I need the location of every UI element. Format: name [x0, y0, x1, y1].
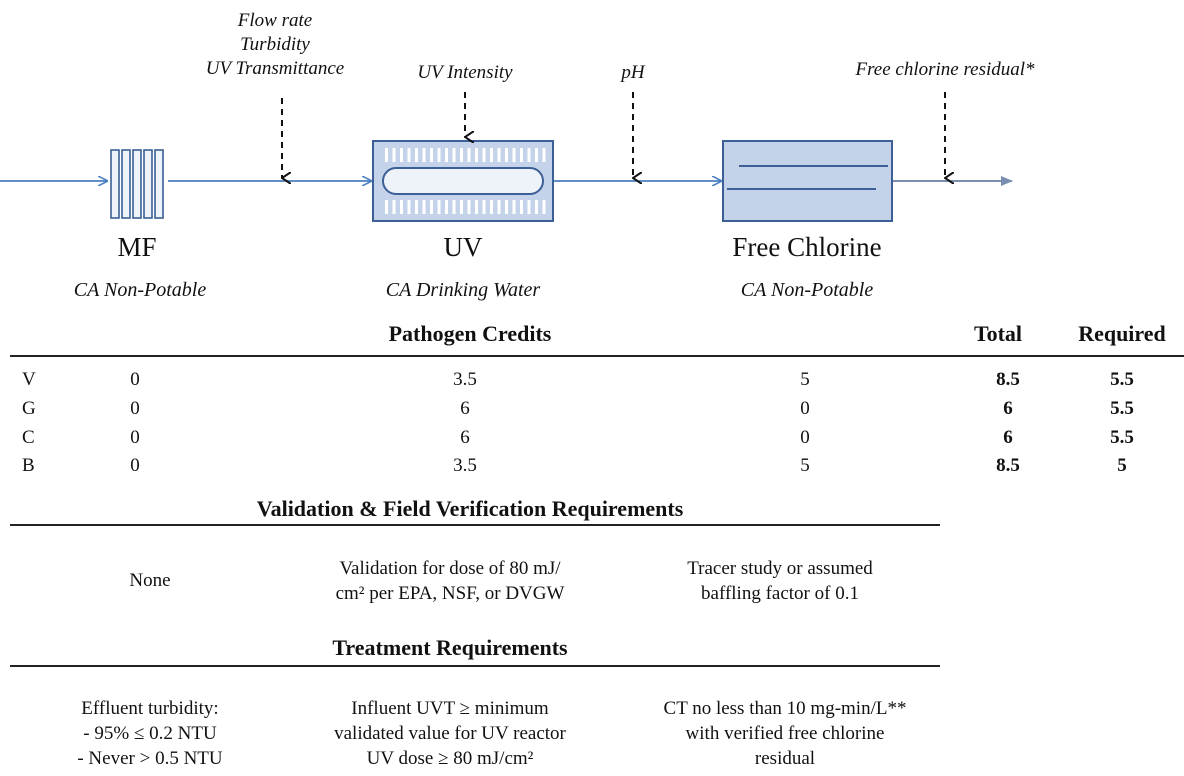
chlorine-contactor-icon [722, 140, 893, 222]
validation-uv-unit: cm² [335, 583, 365, 604]
treatment-uv-line3: UV dose ≥ 80 mJ/cm² [366, 748, 534, 769]
total-credit: 6 [1003, 427, 1013, 448]
pathogen-label: B [22, 455, 35, 476]
treatment-cl-line1: CT no less than 10 mg-min/L** [663, 698, 907, 719]
validation-uv-line1: Validation for dose of 80 mJ/ [339, 558, 561, 579]
unit-name-chlorine: Free Chlorine [732, 232, 882, 262]
monitor-ph: pH [621, 62, 645, 83]
mf-membrane-icon [110, 149, 164, 219]
monitor-uvt: UV Transmittance [205, 58, 345, 79]
validation-cl-line2: baffling factor of 0.1 [701, 583, 859, 604]
uv-credit: 6 [460, 427, 470, 448]
total-header: Total [973, 321, 1023, 346]
treatment-uv-line2: validated value for UV reactor [334, 723, 566, 744]
required-credit: 5.5 [1110, 369, 1134, 390]
unit-sub-chlorine: CA Non-Potable [740, 279, 874, 301]
validation-uv-line2: cm² per EPA, NSF, or DVGW [290, 581, 610, 606]
chlorine-credit: 0 [800, 427, 810, 448]
validation-chlorine: Tracer study or assumed baffling factor … [640, 556, 920, 606]
chlorine-credit: 0 [800, 398, 810, 419]
process-diagram [0, 92, 1013, 222]
chlorine-credit: 5 [800, 455, 810, 476]
treatment-cl-line3: residual [754, 748, 816, 769]
validation-rule [10, 524, 940, 526]
pathogen-label: C [22, 427, 35, 448]
uv-reactor-icon [372, 140, 554, 222]
monitor-flow-rate: Flow rate [237, 10, 313, 31]
unit-sub-mf: CA Non-Potable [73, 279, 207, 301]
monitor-label-flow: Flow rate Turbidity UV Transmittance [185, 9, 365, 81]
required-credit: 5.5 [1110, 398, 1134, 419]
validation-cl-line1: Tracer study or assumed [687, 558, 873, 579]
uv-credit: 6 [460, 398, 470, 419]
validation-title: Validation & Field Verification Requirem… [256, 496, 684, 521]
pathogen-label: V [22, 369, 36, 390]
mf-credit: 0 [130, 427, 140, 448]
validation-uv-line2-text: per EPA, NSF, or DVGW [369, 583, 565, 604]
required-credit: 5.5 [1110, 427, 1134, 448]
total-credit: 8.5 [996, 369, 1020, 390]
uv-credit: 3.5 [453, 369, 477, 390]
treatment-mf-line2: - 95% ≤ 0.2 NTU [83, 723, 217, 744]
total-credit: 6 [1003, 398, 1013, 419]
validation-uv: Validation for dose of 80 mJ/ cm² per EP… [290, 556, 610, 606]
unit-name-uv: UV [443, 232, 483, 262]
credits-rule [10, 355, 1184, 357]
treatment-uv: Influent UVT ≥ minimum validated value f… [285, 696, 615, 771]
uv-credit: 3.5 [453, 455, 477, 476]
treatment-title: Treatment Requirements [332, 635, 568, 660]
unit-name-mf: MF [117, 232, 157, 262]
pathogen-credits-title: Pathogen Credits [388, 321, 552, 346]
treatment-mf-line3: - Never > 0.5 NTU [77, 748, 223, 769]
treatment-uv-line1: Influent UVT ≥ minimum [351, 698, 549, 719]
treatment-chlorine: CT no less than 10 mg-min/L** with verif… [620, 696, 950, 771]
mf-credit: 0 [130, 369, 140, 390]
monitor-free-chlorine: Free chlorine residual* [855, 59, 1035, 80]
mf-credit: 0 [130, 455, 140, 476]
validation-mf: None [129, 570, 171, 591]
monitor-uv-intensity: UV Intensity [417, 62, 513, 83]
treatment-mf: Effluent turbidity: - 95% ≤ 0.2 NTU - Ne… [40, 696, 260, 771]
treatment-cl-line2: with verified free chlorine [685, 723, 885, 744]
required-credit: 5 [1117, 455, 1127, 476]
treatment-rule [10, 665, 940, 667]
treatment-mf-line1: Effluent turbidity: [81, 698, 219, 719]
mf-credit: 0 [130, 398, 140, 419]
required-header: Required [1078, 321, 1166, 346]
pathogen-label: G [22, 398, 36, 419]
total-credit: 8.5 [996, 455, 1020, 476]
unit-sub-uv: CA Drinking Water [385, 279, 541, 301]
chlorine-credit: 5 [800, 369, 810, 390]
monitor-turbidity: Turbidity [240, 34, 310, 55]
